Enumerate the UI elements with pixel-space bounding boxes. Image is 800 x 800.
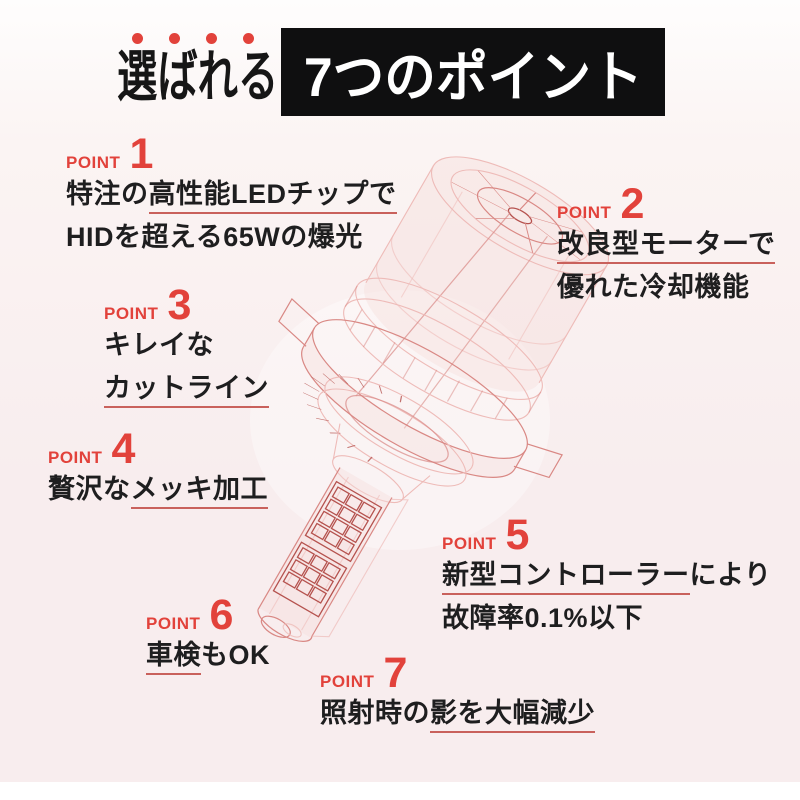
point-text-line: 贅沢なメッキ加工	[48, 473, 268, 509]
plain-text: 故障率0.1%以下	[442, 603, 644, 633]
point-text-line: 優れた冷却機能	[557, 271, 775, 304]
point-label-row: POINT 6	[146, 591, 270, 639]
underlined-text: 車検	[146, 640, 201, 675]
accent-dot	[206, 33, 217, 44]
underlined-text: 高性能LEDチップで	[148, 179, 397, 214]
point-number: 1	[129, 130, 154, 178]
point-text-line: 故障率0.1%以下	[442, 602, 771, 635]
point-label: POINT	[48, 448, 103, 467]
point-text-line: HIDを超える65Wの爆光	[66, 221, 397, 254]
underlined-text: メッキ加工	[130, 474, 268, 509]
plain-text: 特注の	[66, 179, 149, 209]
point-number: 5	[505, 511, 530, 559]
point-label-row: POINT 2	[557, 180, 775, 228]
point-text-line: 新型コントローラーにより	[442, 559, 772, 595]
point-number: 6	[209, 591, 234, 639]
accent-dot	[169, 33, 180, 44]
point-text-line: 車検もOK	[146, 639, 270, 675]
point-number: 4	[111, 425, 136, 473]
point-label: POINT	[320, 672, 375, 691]
underlined-text: 改良型モーターで	[557, 229, 776, 264]
plain-text: キレイな	[104, 330, 214, 360]
point-number: 3	[167, 281, 192, 329]
plain-text: 贅沢な	[48, 474, 131, 504]
accent-dot	[132, 33, 143, 44]
underlined-text: 影を大幅減少	[430, 698, 595, 733]
accent-dot	[243, 33, 254, 44]
point-label-row: POINT 4	[48, 425, 268, 473]
plain-text: 優れた冷却機能	[557, 272, 750, 302]
point-number: 7	[383, 649, 408, 697]
point-label-row: POINT 7	[320, 649, 595, 697]
plain-text: HIDを超える65Wの爆光	[66, 222, 363, 252]
point-text-line: 照射時の影を大幅減少	[320, 697, 595, 733]
point-label-row: POINT 3	[104, 281, 269, 329]
header-banner: 7つのポイント	[281, 28, 665, 116]
point-text-line: 改良型モーターで	[557, 228, 776, 264]
point-label-row: POINT 1	[66, 130, 397, 178]
underlined-text: カットライン	[104, 373, 269, 408]
point-text-line: キレイな	[104, 329, 269, 362]
point-label: POINT	[66, 153, 121, 172]
point-text-line: カットライン	[104, 372, 269, 408]
point-text-line: 特注の高性能LEDチップで	[66, 178, 397, 214]
plain-text: 照射時の	[320, 698, 430, 728]
header-banner-label: 7つのポイント	[303, 46, 643, 108]
point-label: POINT	[104, 304, 159, 323]
plain-text: により	[689, 560, 772, 590]
underlined-text: 新型コントローラー	[442, 560, 690, 595]
point-label: POINT	[146, 614, 201, 633]
point-label-row: POINT 5	[442, 511, 771, 559]
header-script-title: 選ばれる	[117, 44, 279, 110]
point-number: 2	[620, 180, 645, 228]
point-label: POINT	[557, 203, 612, 222]
accent-dots	[132, 33, 254, 44]
plain-text: もOK	[201, 640, 270, 670]
point-label: POINT	[442, 534, 497, 553]
